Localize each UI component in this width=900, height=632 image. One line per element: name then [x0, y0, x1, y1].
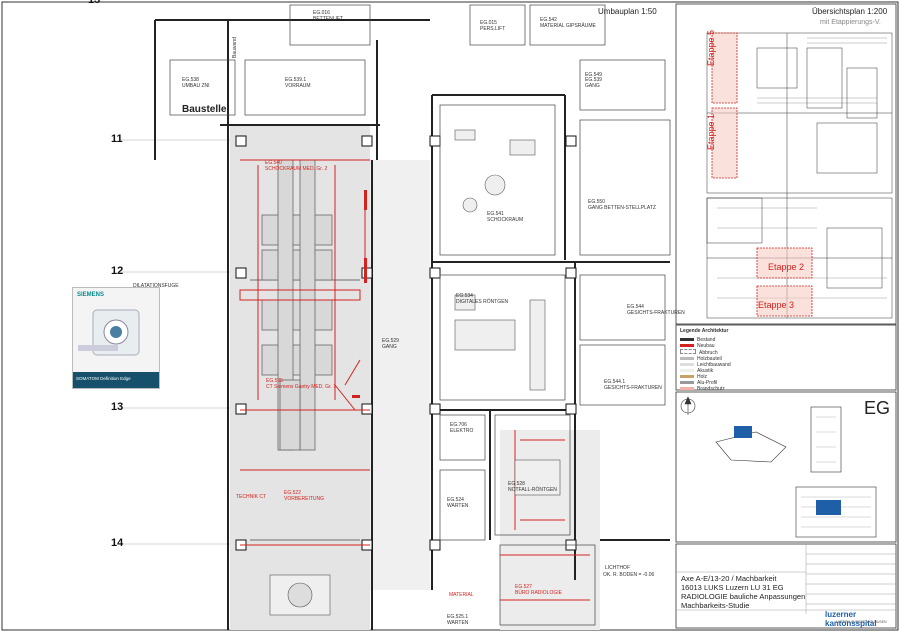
overview-plan-frame: [675, 3, 897, 325]
legend-frame: [675, 324, 897, 391]
ok-boden-label: OK. R. BODEN = -0.06: [603, 572, 655, 578]
hospital-logo: luzerner kantonsspital: [825, 610, 877, 628]
legend-item: Akustik: [680, 368, 760, 374]
legend-item: Holz: [680, 374, 760, 380]
plan-title: Umbauplan 1:50: [598, 7, 657, 16]
title-line-4: Machbarkeits-Studie: [681, 601, 750, 610]
title-line-3: RADIOLOGIE bauliche Anpassungen: [681, 592, 806, 601]
bauwand-label: Bauwand: [232, 37, 238, 58]
ct-product-photo: SIEMENS SOMATOM Definition Edge: [72, 287, 160, 389]
etappe-5-label: Etappe 5: [706, 29, 716, 66]
title-block-grid: [676, 544, 896, 614]
photo-caption: SOMATOM Definition Edge: [76, 376, 131, 381]
title-block-frame: [675, 543, 897, 629]
baustelle-label: Baustelle: [182, 104, 227, 115]
legend-item: Leichtbauwand: [680, 362, 760, 368]
legend-item: Bestand: [680, 337, 760, 343]
site-plan: [680, 396, 877, 538]
legend-item: Neubau: [680, 343, 760, 349]
legend-title: Legende Architektur: [680, 328, 729, 334]
legend-list: Bestand Neubau Abbruch Holzbauteil Leich…: [680, 337, 760, 392]
axis-label-12: 12: [111, 265, 124, 277]
siemens-brand: SIEMENS: [77, 292, 105, 298]
photo-caption-bar: [73, 372, 159, 388]
floor-label: EG: [864, 398, 891, 418]
overview-plan: [706, 32, 893, 319]
technik-ct-label: TECHNIK CT: [236, 494, 266, 500]
title-line-1: Axe A-E/13-20 / Machbarkeit: [681, 574, 777, 583]
ct-scanner-image: [78, 309, 140, 356]
title-line-2: 16013 LUKS Luzern LU 31 EG: [681, 583, 784, 592]
etappe-2-label: Etappe 2: [768, 262, 805, 272]
material-label: MATERIAL: [449, 592, 474, 598]
legend-item: Abbruch: [680, 349, 760, 356]
hospital-logo-sub: LUZERN SURSEE WOLHUSEN: [836, 620, 887, 624]
room-eg549: EG.549: [585, 72, 602, 78]
legend-item: Holzbauteil: [680, 356, 760, 362]
etappe-1-label: Etappe 1: [706, 113, 716, 150]
lichthof-label: LICHTHOF: [605, 565, 630, 571]
etappe-3-label: Etappe 3: [758, 300, 795, 310]
overview-subtitle: mit Etappierungs-V.: [820, 19, 881, 26]
site-plan-frame: [675, 391, 897, 543]
axis-label-top: 13: [88, 0, 101, 6]
axis-label-13: 13: [111, 401, 124, 413]
overview-title: Übersichtsplan 1:200: [812, 7, 888, 16]
axis-label-14: 14: [111, 537, 124, 549]
legend-item: Brandschutz: [680, 386, 760, 392]
legend-item: Alu-Profil: [680, 380, 760, 386]
axis-label-11: 11: [111, 133, 123, 145]
dilatation-label: DILATATIONSFUGE: [133, 283, 179, 289]
